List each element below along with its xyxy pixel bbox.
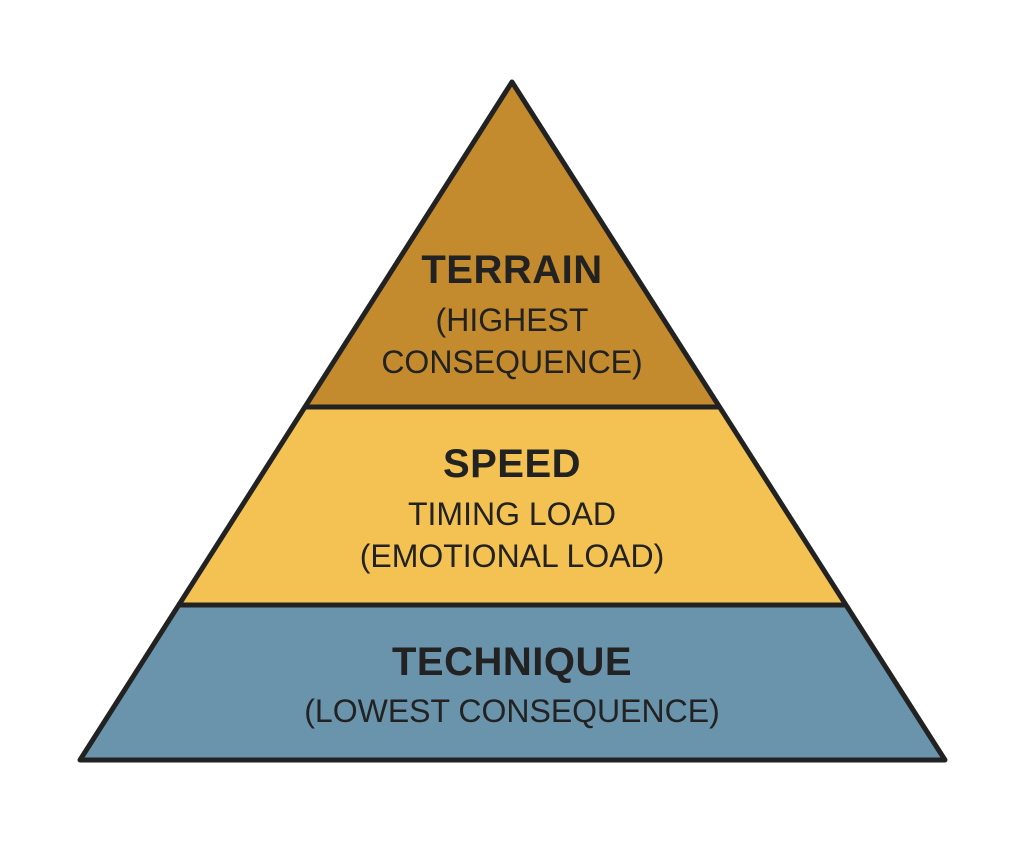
technique-tier: [80, 605, 945, 760]
pyramid-outline: [77, 79, 948, 763]
terrain-tier: [304, 82, 720, 407]
terrain-subtitle-line-1: (HIGHEST: [435, 302, 589, 338]
technique-title: TECHNIQUE: [391, 640, 633, 684]
speed-title: SPEED: [442, 442, 582, 486]
terrain-title: TERRAIN: [421, 248, 603, 292]
technique-subtitle-line-1: (LOWEST CONSEQUENCE): [304, 693, 720, 729]
terrain-subtitle-line-2: CONSEQUENCE): [381, 344, 643, 380]
speed-tier: [177, 407, 847, 605]
speed-subtitle-line-2: (EMOTIONAL LOAD): [359, 538, 665, 574]
speed-subtitle-line-1: TIMING LOAD: [407, 496, 616, 532]
